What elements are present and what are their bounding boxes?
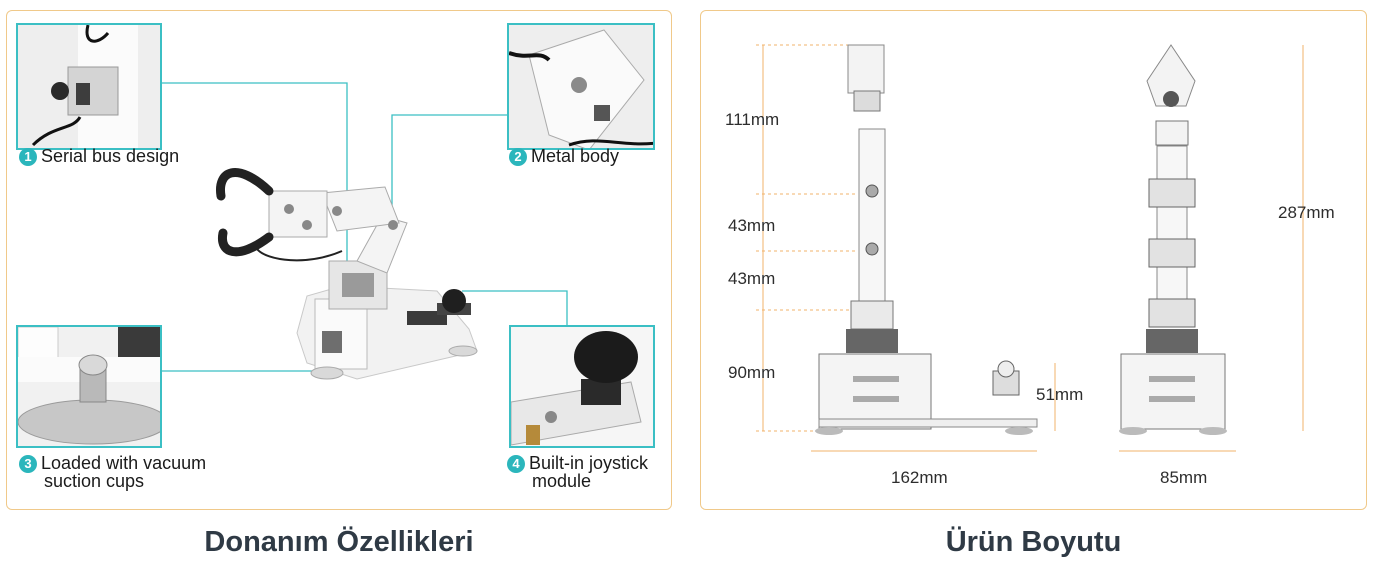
robot-joystick: [437, 289, 471, 315]
dimension-43mm-lower: 43mm: [728, 269, 776, 288]
robot-arm-segments: [256, 186, 408, 274]
dimension-162mm: 162mm: [891, 468, 948, 487]
dimension-111mm: 111mm: [725, 110, 780, 129]
dimension-51mm: 51mm: [1036, 385, 1084, 404]
front-view-arm: [815, 44, 1038, 435]
robot-arm-illustration: [157, 82, 568, 380]
dimension-85mm: 85mm: [1160, 468, 1208, 487]
robot-gripper: [216, 168, 328, 257]
product-dimensions-panel: 111mm 43mm 43mm 90mm 51mm 287mm 162mm 85…: [700, 10, 1367, 510]
inset-joystick: [509, 325, 655, 448]
feature-1-number: 1: [19, 148, 37, 166]
dimension-drawing: [756, 44, 1304, 452]
robot-servo-tower: [328, 260, 388, 310]
inset-metal-body: [507, 23, 655, 150]
dimension-43mm-upper: 43mm: [728, 216, 776, 235]
feature-4-number: 4: [507, 455, 525, 473]
dimension-287mm: 287mm: [1278, 203, 1335, 222]
inset-serial-bus: [16, 23, 162, 150]
feature-3-number: 3: [19, 455, 37, 473]
dimension-lines: [756, 44, 1304, 452]
side-view-arm: [1119, 44, 1227, 435]
feature-2-number: 2: [509, 148, 527, 166]
hardware-features-caption: Donanım Özellikleri: [204, 526, 474, 558]
dimension-90mm: 90mm: [728, 363, 776, 382]
inset-suction-cups: [16, 325, 162, 448]
product-dimensions-caption: Ürün Boyutu: [945, 526, 1122, 558]
